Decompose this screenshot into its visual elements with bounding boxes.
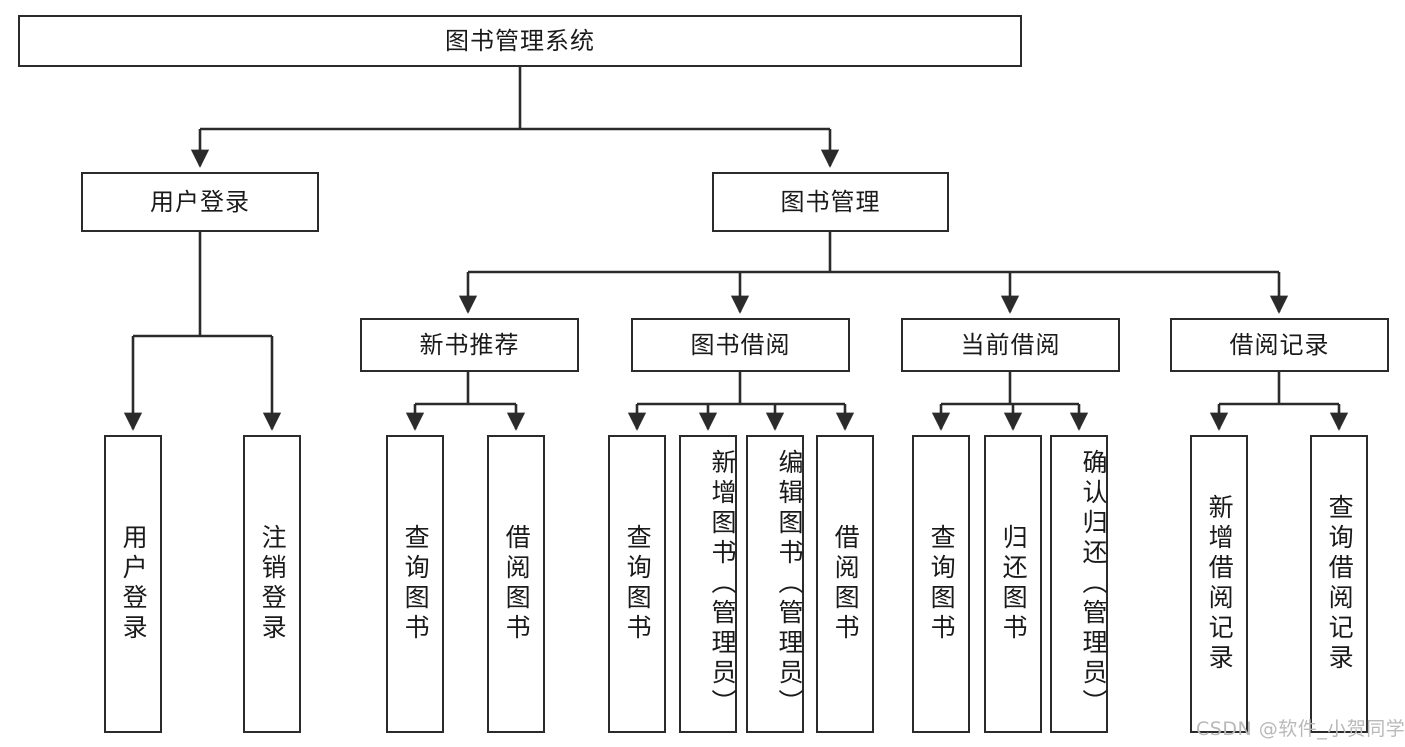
leaf-add-book-label: 新增图书（管理员） [708, 449, 737, 719]
node-borrow-record-label: 借阅记录 [1229, 330, 1330, 359]
leaf-borrow-book-2-label: 借阅图书 [831, 524, 861, 644]
leaf-query-borrow-record[interactable]: 查询借阅记录 [1310, 435, 1368, 733]
leaf-query-book-1[interactable]: 查询图书 [386, 435, 444, 733]
leaf-borrow-book-1-label: 借阅图书 [502, 524, 532, 644]
leaf-user-login-label: 用户登录 [119, 524, 149, 644]
node-book-management[interactable]: 图书管理 [712, 172, 949, 232]
leaf-return-book-label: 归还图书 [999, 524, 1029, 644]
leaf-return-book[interactable]: 归还图书 [984, 435, 1042, 733]
node-new-book-recommend-label: 新书推荐 [419, 330, 520, 359]
node-book-borrow-label: 图书借阅 [690, 330, 791, 359]
leaf-query-book-2-label: 查询图书 [623, 524, 653, 644]
leaf-confirm-return[interactable]: 确认归还（管理员） [1050, 435, 1108, 733]
leaf-query-book-3[interactable]: 查询图书 [912, 435, 970, 733]
leaf-add-borrow-record-label: 新增借阅记录 [1205, 494, 1235, 674]
node-user-login[interactable]: 用户登录 [81, 172, 319, 232]
leaf-query-book-3-label: 查询图书 [927, 524, 957, 644]
leaf-borrow-book-2[interactable]: 借阅图书 [816, 435, 874, 733]
node-borrow-record[interactable]: 借阅记录 [1170, 318, 1389, 372]
node-current-borrow[interactable]: 当前借阅 [901, 318, 1120, 372]
leaf-borrow-book-1[interactable]: 借阅图书 [487, 435, 545, 733]
node-book-management-label: 图书管理 [780, 187, 881, 216]
leaf-add-borrow-record[interactable]: 新增借阅记录 [1190, 435, 1248, 733]
leaf-edit-book[interactable]: 编辑图书（管理员） [746, 435, 804, 733]
leaf-logout-login-label: 注销登录 [258, 524, 288, 644]
node-root-label: 图书管理系统 [445, 26, 595, 55]
leaf-query-borrow-record-label: 查询借阅记录 [1325, 494, 1355, 674]
node-user-login-label: 用户登录 [150, 187, 250, 216]
csdn-watermark: CSDN @软件_小贺同学 [1196, 718, 1405, 740]
leaf-add-book[interactable]: 新增图书（管理员） [679, 435, 737, 733]
node-book-borrow[interactable]: 图书借阅 [631, 318, 850, 372]
leaf-query-book-2[interactable]: 查询图书 [608, 435, 666, 733]
leaf-logout-login[interactable]: 注销登录 [243, 435, 301, 733]
node-root[interactable]: 图书管理系统 [18, 15, 1022, 67]
leaf-edit-book-label: 编辑图书（管理员） [775, 449, 804, 719]
node-current-borrow-label: 当前借阅 [960, 330, 1061, 359]
leaf-user-login[interactable]: 用户登录 [104, 435, 162, 733]
leaf-confirm-return-label: 确认归还（管理员） [1079, 449, 1108, 719]
leaf-query-book-1-label: 查询图书 [401, 524, 431, 644]
node-new-book-recommend[interactable]: 新书推荐 [360, 318, 579, 372]
